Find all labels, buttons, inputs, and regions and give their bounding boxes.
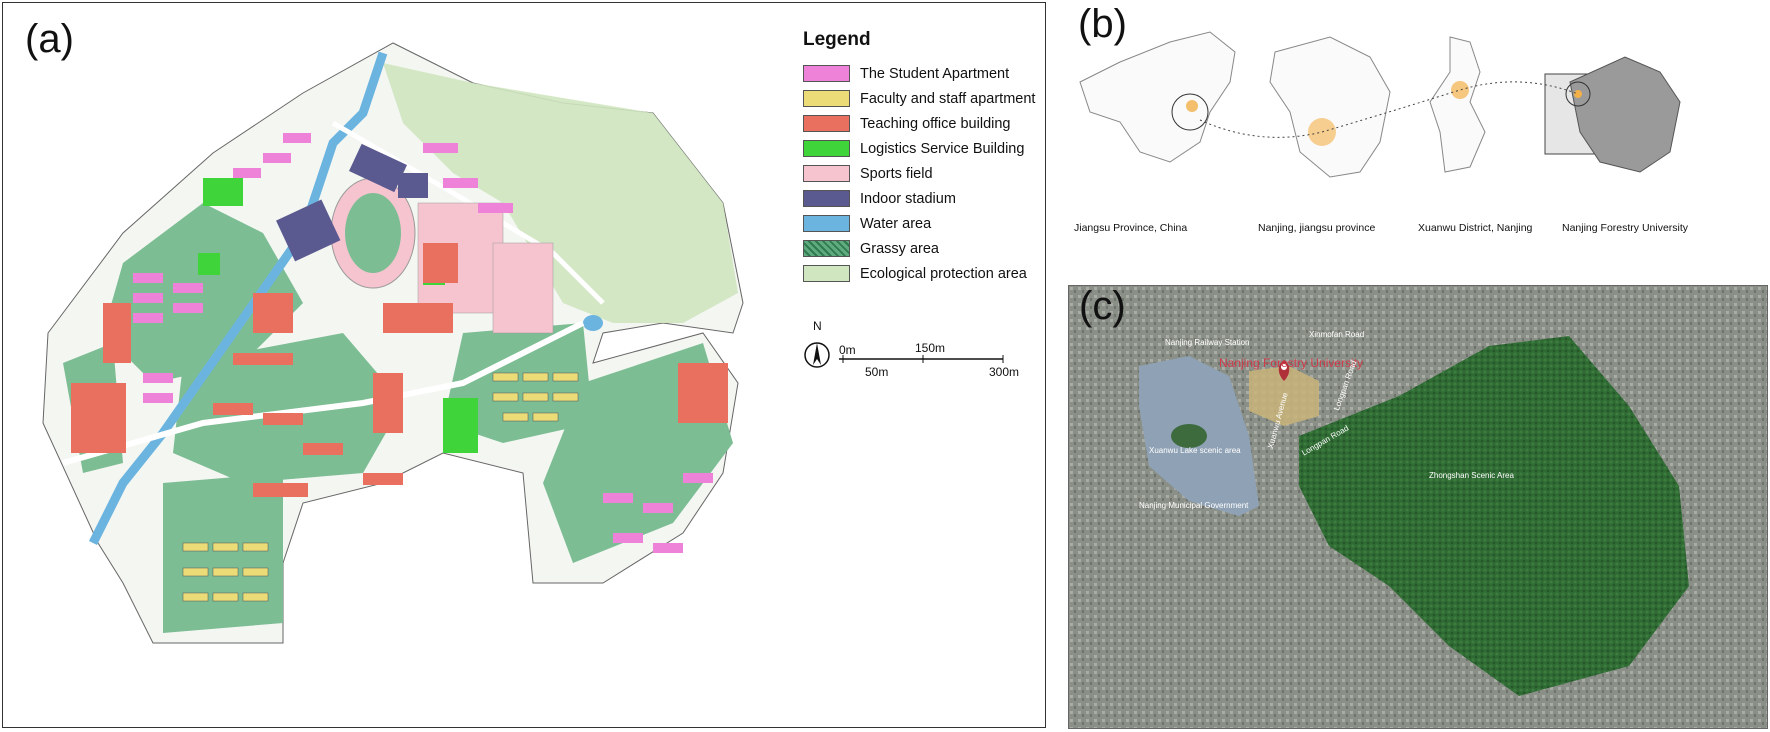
legend-swatch bbox=[803, 65, 850, 82]
legend-label: Teaching office building bbox=[860, 115, 1011, 132]
legend-label: Ecological protection area bbox=[860, 265, 1027, 282]
ecological-protection-area bbox=[383, 63, 738, 323]
legend-swatch bbox=[803, 215, 850, 232]
panel-b-label: (b) bbox=[1078, 2, 1127, 46]
china-outline bbox=[1079, 31, 1236, 163]
label-xuanwu-lake: Xuanwu Lake scenic area bbox=[1149, 446, 1241, 455]
north-arrow-icon bbox=[804, 342, 1004, 368]
map-pin-icon bbox=[1278, 360, 1290, 381]
north-label: N bbox=[813, 319, 822, 333]
legend-label: Indoor stadium bbox=[860, 190, 956, 207]
panel-b-location-maps: (b) Jiangsu Province, China Nanjing, jia… bbox=[1060, 2, 1770, 252]
legend-swatch bbox=[803, 265, 850, 282]
university-title: Nanjing Forestry University bbox=[1219, 356, 1364, 370]
indoor-stadium bbox=[276, 199, 341, 262]
lake-island bbox=[1171, 424, 1207, 448]
legend-swatch bbox=[803, 115, 850, 132]
panel-c-label: (c) bbox=[1079, 285, 1126, 328]
legend-item: Grassy area bbox=[803, 236, 1053, 261]
legend-swatch bbox=[803, 90, 850, 107]
legend-label: The Student Apartment bbox=[860, 65, 1010, 82]
label-xinmofan-road: Xinmofan Road bbox=[1309, 330, 1365, 339]
zoom-circle bbox=[1171, 93, 1209, 131]
indoor-stadium bbox=[398, 173, 428, 198]
track-infield bbox=[345, 193, 401, 273]
student-apartments bbox=[133, 133, 713, 553]
legend-swatch bbox=[803, 190, 850, 207]
logistics-building bbox=[198, 253, 220, 275]
legend-item: Faculty and staff apartment bbox=[803, 86, 1053, 111]
legend-title: Legend bbox=[803, 29, 871, 50]
label-zhongshan: Zhongshan Scenic Area bbox=[1429, 471, 1514, 480]
panel-c-satellite-map: (c) Nanjing Forestry University Nanjing … bbox=[1068, 285, 1768, 729]
jiangsu-outline bbox=[1269, 36, 1391, 178]
zhongshan-forest bbox=[1299, 336, 1689, 696]
logistics-building bbox=[203, 178, 243, 206]
grassy-area bbox=[173, 333, 403, 483]
legend-label: Grassy area bbox=[860, 240, 939, 257]
legend-label: Faculty and staff apartment bbox=[860, 90, 1036, 107]
panel-a-campus-map: (a) bbox=[2, 2, 1046, 728]
indoor-stadium bbox=[349, 143, 407, 193]
main-road bbox=[62, 320, 585, 466]
legend-label: Water area bbox=[860, 215, 932, 232]
xuanwu-district bbox=[1569, 56, 1681, 173]
label-railway-station: Nanjing Railway Station bbox=[1165, 338, 1250, 347]
legend-swatch bbox=[803, 140, 850, 157]
caption-nanjing: Nanjing, jiangsu province bbox=[1258, 222, 1376, 234]
legend-item: The Student Apartment bbox=[803, 61, 1053, 86]
label-municipal-government: Nanjing Municipal Government bbox=[1139, 501, 1249, 510]
campus-map bbox=[42, 42, 744, 644]
teaching-buildings bbox=[71, 243, 728, 497]
scale-label-0: 0m bbox=[839, 343, 856, 357]
caption-university: Nanjing Forestry University bbox=[1562, 222, 1689, 234]
university-campus bbox=[1249, 366, 1319, 426]
legend-item: Teaching office building bbox=[803, 111, 1053, 136]
scale-label-300: 300m bbox=[989, 365, 1020, 379]
scale-bar: N 0m 50m 150m 300m bbox=[803, 319, 1043, 383]
legend-swatch bbox=[803, 240, 850, 257]
scale-label-150: 150m bbox=[915, 341, 946, 355]
legend-item: Water area bbox=[803, 211, 1053, 236]
panel-a-label: (a) bbox=[25, 17, 74, 61]
satellite-image bbox=[1069, 286, 1767, 728]
sports-field bbox=[492, 242, 554, 334]
legend-label: Logistics Service Building bbox=[860, 140, 1025, 157]
nanjing-outline bbox=[1429, 36, 1486, 173]
faculty-apartments bbox=[182, 372, 579, 602]
legend-label: Sports field bbox=[860, 165, 933, 182]
water-channel bbox=[88, 51, 388, 546]
water-area bbox=[583, 315, 603, 331]
location-sequence bbox=[1079, 31, 1681, 178]
map-legend: Legend The Student Apartment Faculty and… bbox=[803, 29, 1053, 286]
scale-label-50: 50m bbox=[865, 365, 889, 379]
caption-xuanwu: Xuanwu District, Nanjing bbox=[1418, 222, 1533, 234]
legend-item: Logistics Service Building bbox=[803, 136, 1053, 161]
legend-item: Indoor stadium bbox=[803, 186, 1053, 211]
legend-swatch bbox=[803, 165, 850, 182]
legend-item: Sports field bbox=[803, 161, 1053, 186]
legend-item: Ecological protection area bbox=[803, 261, 1053, 286]
logistics-building bbox=[443, 398, 478, 453]
caption-jiangsu: Jiangsu Province, China bbox=[1074, 222, 1188, 234]
